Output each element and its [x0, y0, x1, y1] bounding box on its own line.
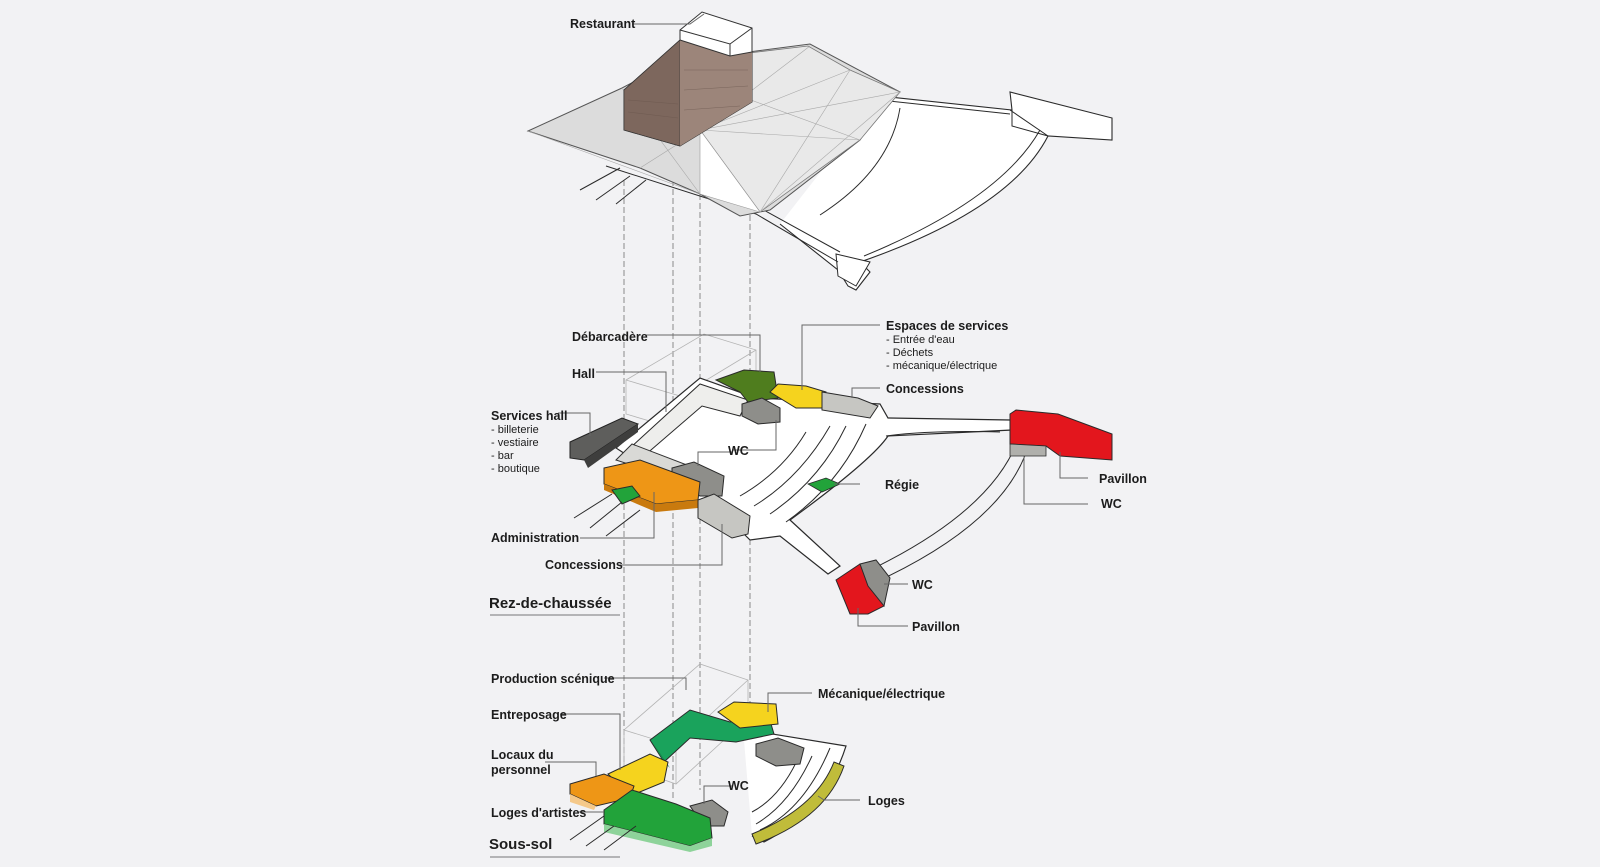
heading-rez-de-chaussee: Rez-de-chaussée — [489, 595, 612, 612]
label-services-hall: Services hall — [491, 409, 568, 423]
espaces-item-dechets: - Déchets — [886, 347, 934, 359]
label-pavillon-right: Pavillon — [1099, 472, 1147, 486]
label-loges: Loges — [868, 794, 905, 808]
leader-restaurant — [632, 13, 705, 25]
label-wc-bottom: WC — [912, 578, 933, 592]
roof-level — [526, 11, 1113, 291]
label-wc-right: WC — [1101, 497, 1122, 511]
label-locaux-line2: personnel — [491, 763, 551, 777]
basement-leaders — [545, 677, 860, 813]
espaces-item-mecanique: - mécanique/électrique — [886, 360, 998, 372]
ground-floor-level — [569, 333, 1113, 615]
services-hall-item-boutique: - boutique — [491, 463, 540, 475]
label-mecanique-electrique: Mécanique/électrique — [818, 687, 946, 701]
services-hall-item-bar: - bar — [491, 450, 514, 462]
label-restaurant: Restaurant — [570, 17, 636, 31]
label-entreposage: Entreposage — [491, 708, 567, 722]
label-loges-artistes: Loges d'artistes — [491, 806, 587, 820]
label-espaces-de-services: Espaces de services — [886, 319, 1009, 333]
label-debarcadere: Débarcadère — [572, 330, 648, 344]
label-concessions-top: Concessions — [886, 382, 964, 396]
label-wc-basement: WC — [728, 779, 749, 793]
label-wc-center: WC — [728, 444, 749, 458]
label-regie: Régie — [885, 478, 920, 492]
label-hall: Hall — [572, 367, 595, 381]
ground-leaders — [558, 324, 1088, 627]
services-hall-item-billeterie: - billeterie — [491, 424, 539, 436]
label-concessions-bottom: Concessions — [545, 558, 623, 572]
label-locaux-line1: Locaux du — [491, 748, 554, 762]
espaces-item-entree-eau: - Entrée d'eau — [886, 334, 955, 346]
heading-sous-sol: Sous-sol — [489, 836, 553, 853]
basement-level — [569, 663, 847, 852]
label-production-scenique: Production scénique — [491, 672, 615, 686]
label-administration: Administration — [491, 531, 580, 545]
services-hall-item-vestiaire: - vestiaire — [491, 437, 539, 449]
label-pavillon-bottom: Pavillon — [912, 620, 960, 634]
